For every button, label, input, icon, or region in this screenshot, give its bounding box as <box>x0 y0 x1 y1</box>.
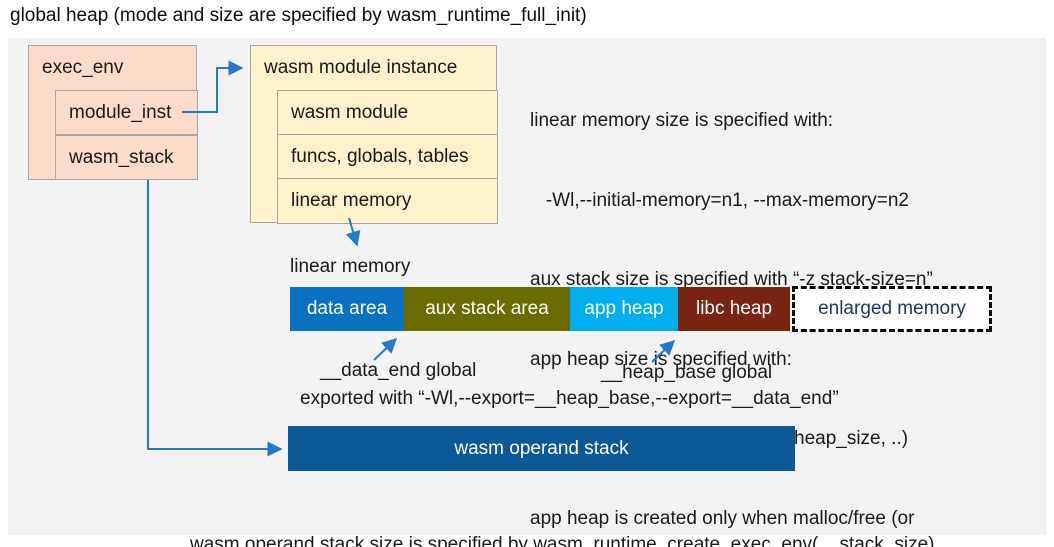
exec-env-header: exec_env <box>42 57 124 78</box>
module-instance-row-wasm-module: wasm module <box>277 90 498 135</box>
note-line: linear memory size is specified with: <box>530 110 834 131</box>
diagram-title: global heap (mode and size are specified… <box>10 5 587 26</box>
footer-line: wasm operand stack size is specified by … <box>190 534 935 547</box>
segment-aux-stack-area: aux stack area <box>404 287 570 331</box>
segment-enlarged-memory: enlarged memory <box>792 286 992 332</box>
segment-data-area: data area <box>290 287 404 331</box>
note-line: aux stack size is specified with “-z sta… <box>530 269 933 290</box>
module-instance-header: wasm module instance <box>264 57 458 78</box>
segment-app-heap: app heap <box>570 287 678 331</box>
module-instance-box: wasm module instance wasm module funcs, … <box>250 45 498 224</box>
exec-env-row-wasm-stack: wasm_stack <box>55 135 198 180</box>
module-instance-row-funcs-globals-tables: funcs, globals, tables <box>277 134 498 179</box>
exported-with-label: exported with “-Wl,--export=__heap_base,… <box>300 388 839 409</box>
note-line: app heap size is specified with: <box>530 348 792 370</box>
segment-libc-heap: libc heap <box>678 287 790 331</box>
heap-base-global-label: __heap_base global <box>601 362 773 383</box>
data-end-global-label: __data_end global <box>320 360 477 381</box>
exec-env-row-module-inst: module_inst <box>55 90 198 135</box>
note-line: app heap is created only when malloc/fre… <box>530 507 915 529</box>
linear-memory-label: linear memory <box>290 256 411 277</box>
module-instance-row-linear-memory: linear memory <box>277 178 498 224</box>
exec-env-box: exec_env module_inst wasm_stack <box>28 45 198 180</box>
operand-stack-notes: wasm operand stack size is specified by … <box>190 477 935 547</box>
note-line: -Wl,--initial-memory=n1, --max-memory=n2 <box>530 189 909 211</box>
wasm-operand-stack-bar: wasm operand stack <box>288 426 795 471</box>
